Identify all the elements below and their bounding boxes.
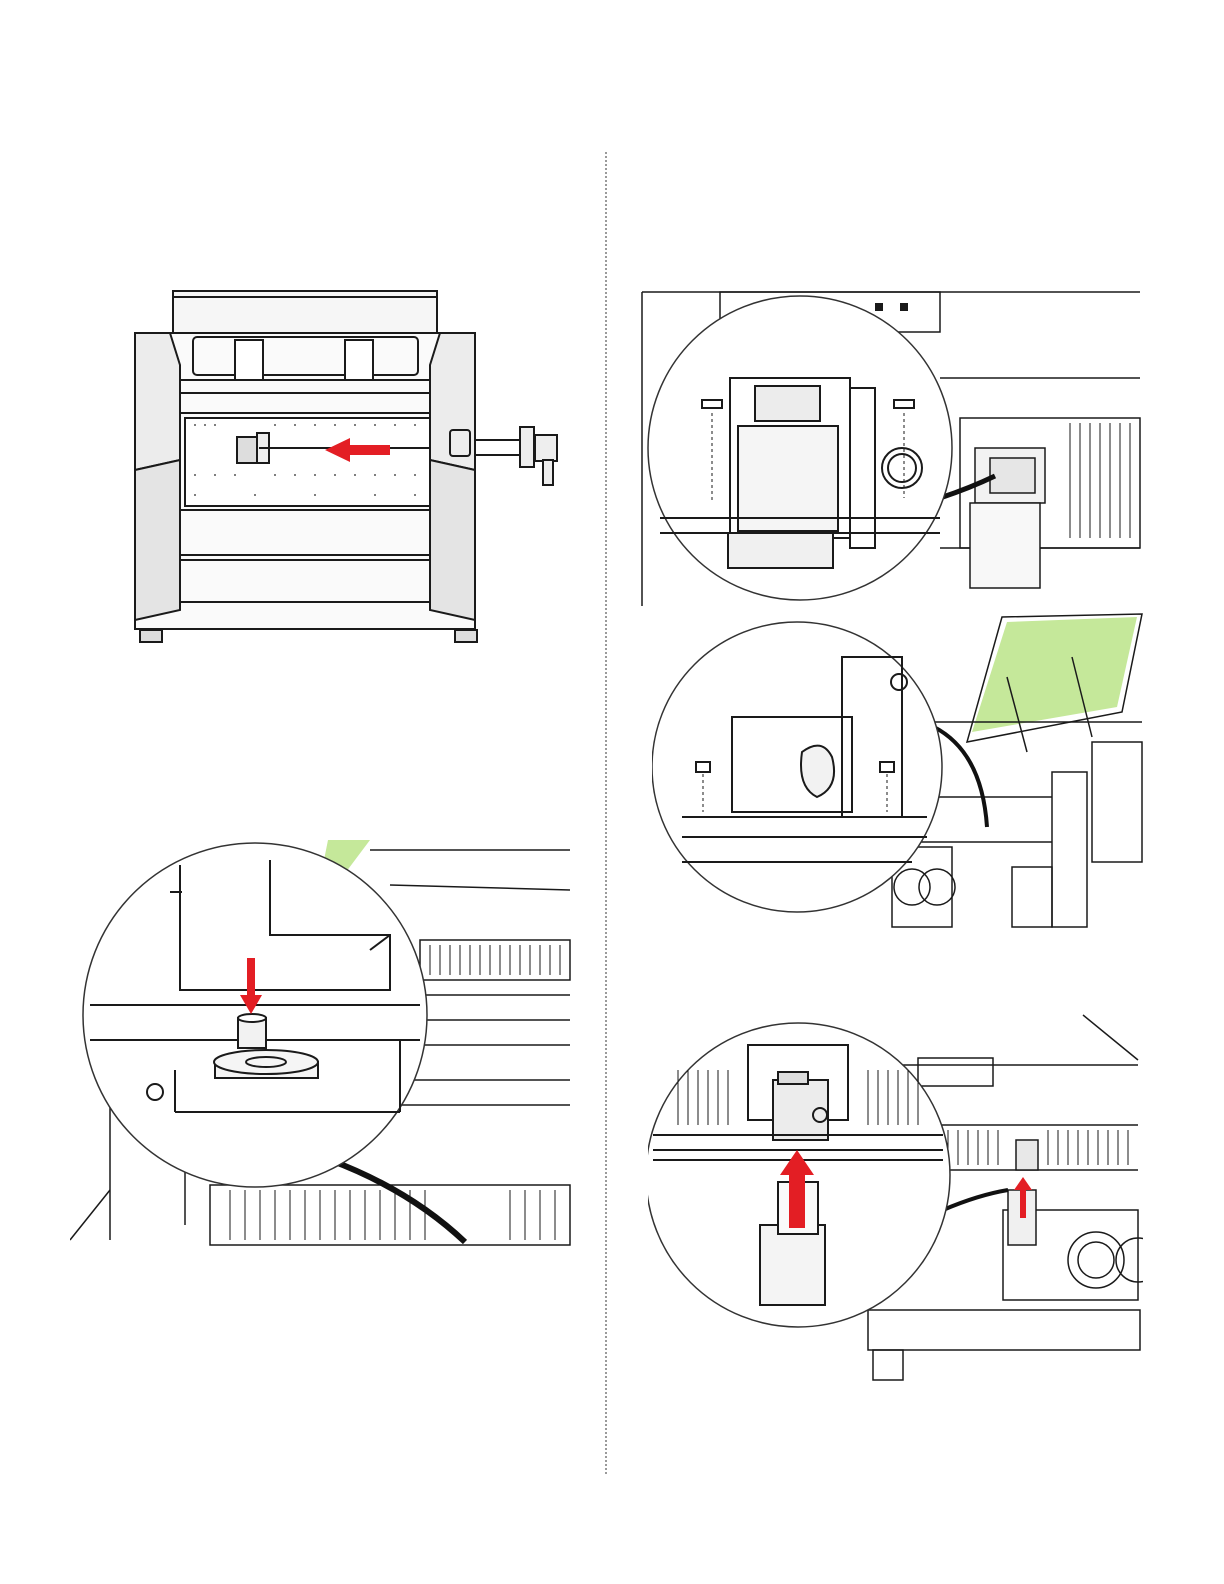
- pin-insert-detail: [70, 830, 580, 1250]
- machine-front-view: [125, 285, 565, 650]
- lid-open-mount-detail: [652, 612, 1147, 932]
- board-insert-detail: [648, 1010, 1143, 1385]
- column-divider: [605, 152, 607, 1474]
- carriage-screws-detail: [640, 278, 1145, 608]
